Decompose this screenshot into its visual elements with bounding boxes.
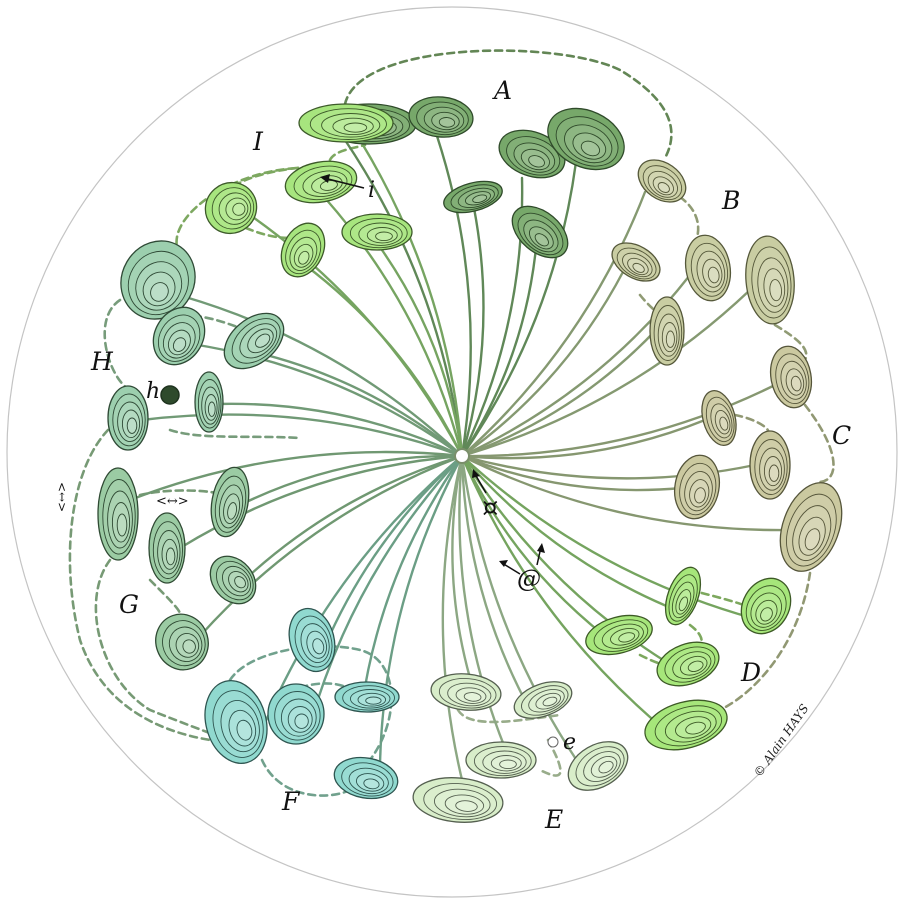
group-label-b: B bbox=[721, 186, 740, 215]
group-label-f: F bbox=[281, 787, 301, 816]
marker-double-arrow: <↔> bbox=[156, 494, 189, 509]
marker-h: h bbox=[146, 379, 160, 404]
group-label-e: E bbox=[544, 805, 563, 834]
group-label-h: H bbox=[90, 347, 114, 376]
group-label-g: G bbox=[119, 590, 139, 619]
cell-g bbox=[149, 513, 185, 583]
cell-e bbox=[466, 742, 536, 778]
marker-e: e bbox=[563, 730, 576, 755]
group-label-d: D bbox=[740, 658, 761, 687]
cell-i bbox=[342, 214, 412, 250]
marker-e-dot bbox=[548, 737, 558, 747]
marker-side-arrows: <↔> bbox=[55, 482, 69, 512]
cell-f bbox=[268, 684, 324, 744]
cell-g bbox=[98, 468, 138, 560]
group-label-i: I bbox=[252, 127, 264, 156]
cell-h bbox=[195, 372, 223, 432]
cell-i bbox=[299, 104, 393, 142]
group-label-c: C bbox=[832, 421, 851, 450]
marker-i: i bbox=[368, 178, 375, 203]
marker-h-dot bbox=[161, 386, 179, 404]
center-node bbox=[455, 449, 469, 463]
cell-c bbox=[750, 431, 790, 499]
marker-currency: ¤ bbox=[482, 493, 499, 523]
group-label-a: A bbox=[492, 76, 512, 105]
marker-at: @ bbox=[517, 565, 541, 593]
cell-h bbox=[108, 386, 148, 450]
cell-b bbox=[650, 297, 684, 365]
cell-f bbox=[335, 682, 399, 712]
